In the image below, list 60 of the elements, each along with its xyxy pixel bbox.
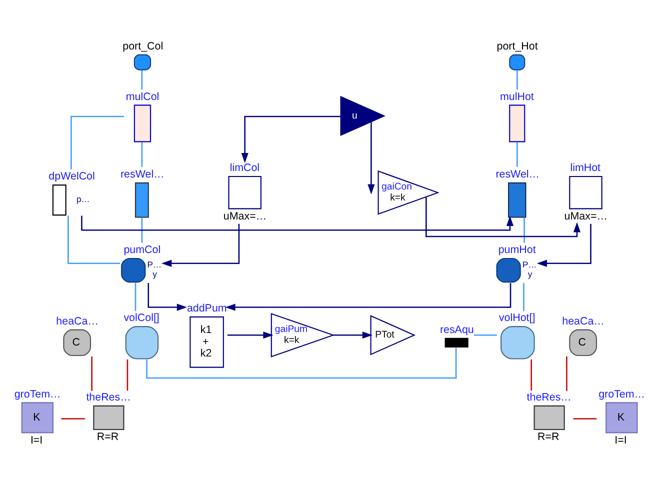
node-label: heaCa… — [56, 314, 98, 327]
node-label: R=R — [538, 430, 560, 443]
connector — [70, 115, 124, 169]
connector — [524, 217, 525, 242]
node-label: groTem… — [598, 388, 646, 400]
connector — [573, 418, 597, 419]
arrow — [536, 223, 592, 266]
connector — [141, 217, 143, 242]
node-label: p… — [76, 194, 90, 204]
node-label: limHot — [570, 162, 601, 174]
node-label: pumCol — [124, 244, 161, 256]
node-label: resWel… — [120, 168, 164, 180]
connector — [566, 356, 568, 390]
connector — [146, 347, 457, 378]
node-label: I=I — [30, 434, 43, 446]
connector — [91, 356, 92, 390]
connector — [530, 358, 532, 390]
node-label: resWel… — [496, 168, 540, 180]
connector — [134, 282, 136, 310]
connector — [126, 358, 128, 390]
node-label: y — [528, 268, 532, 279]
arrow — [148, 282, 187, 310]
node-label: volCol[] — [124, 312, 160, 324]
connector — [523, 282, 524, 310]
node-label: volHot[] — [498, 312, 536, 324]
node-label: P… — [522, 259, 537, 270]
node-label: mulHot — [500, 90, 534, 102]
node-label: I=I — [614, 434, 627, 446]
node-label: uMax=… — [223, 210, 267, 222]
node-label: pumHot — [498, 244, 536, 256]
node-label: addPum — [186, 302, 227, 314]
connector — [141, 70, 143, 90]
connector — [516, 70, 518, 90]
arrow — [333, 331, 372, 338]
node-label: y — [152, 268, 157, 279]
connector — [474, 334, 497, 336]
connector — [68, 215, 120, 264]
node-label: resAqu — [440, 324, 474, 336]
node-label: mulCol — [126, 90, 160, 102]
connector — [516, 142, 518, 166]
node-label: groTem… — [14, 388, 61, 400]
node-label: port_Col — [122, 40, 164, 52]
node-label: theRes… — [86, 391, 131, 404]
connector — [141, 142, 143, 166]
node-label: heaCa… — [562, 314, 604, 327]
node-label: limCol — [230, 162, 260, 174]
arrow — [368, 121, 375, 194]
arrow — [81, 215, 514, 230]
arrow — [227, 331, 274, 338]
node-label: dpWelCol — [48, 170, 95, 182]
arrow — [225, 282, 512, 310]
node-label: R=R — [96, 430, 119, 443]
connector — [61, 418, 85, 419]
arrow — [426, 196, 581, 237]
arrow — [241, 115, 340, 163]
node-label: uMax=… — [564, 210, 608, 222]
node-label: port_Hot — [496, 40, 538, 52]
node-label: theRes… — [526, 391, 572, 404]
node-label: P… — [147, 259, 162, 270]
arrow — [162, 223, 240, 266]
